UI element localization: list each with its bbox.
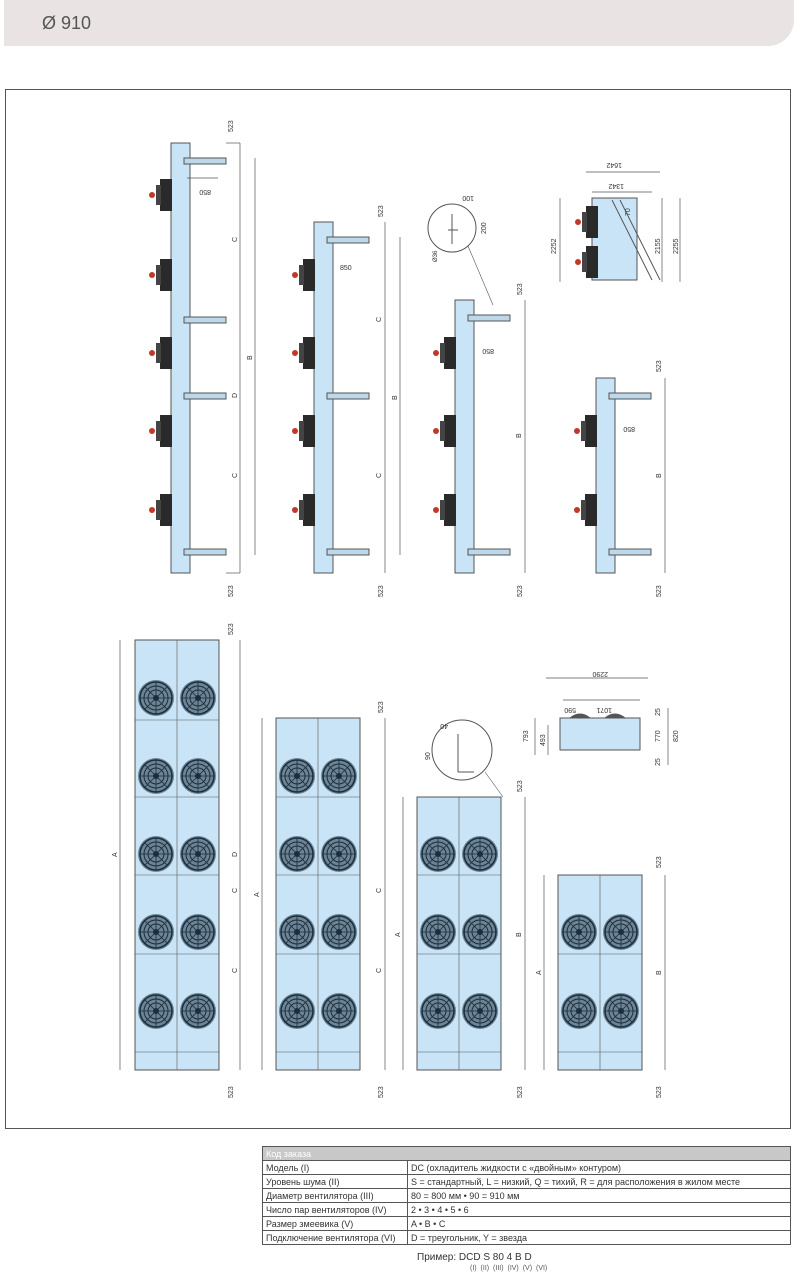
dim-label: 820 — [673, 730, 680, 742]
dim-label: C — [376, 968, 383, 973]
row-key: Уровень шума (II) — [262, 1174, 408, 1189]
dim-label: B — [656, 473, 663, 478]
dim-label: 40 — [440, 722, 448, 729]
dim-label: 1071 — [596, 706, 612, 713]
dim-label: 523 — [517, 780, 524, 792]
dim-label: A — [254, 892, 261, 897]
row-value: A • B • C — [407, 1216, 791, 1231]
top-view-5-pairs: A D C C 523 523 — [112, 623, 241, 1098]
dim-label: 850 — [623, 425, 635, 432]
table-row: Размер змеевика (V)A • B • C — [262, 1216, 791, 1231]
row-key: Модель (I) — [262, 1160, 408, 1175]
dim-label: Ø36 — [433, 250, 439, 262]
row-key: Подключение вентилятора (VI) — [262, 1230, 408, 1245]
dim-label: 523 — [378, 701, 385, 713]
dim-label: B — [656, 970, 663, 975]
row-key: Число пар вентиляторов (IV) — [262, 1202, 408, 1217]
order-example: Пример: DCD S 80 4 B D — [417, 1252, 532, 1263]
dim-label: 2290 — [592, 670, 608, 677]
side-view-5-fans: 523 850 C D C B 523 — [149, 120, 256, 597]
dim-label: A — [395, 932, 402, 937]
dim-label: B — [247, 355, 254, 360]
dim-label: C — [232, 473, 239, 478]
dim-label: 793 — [523, 730, 530, 742]
side-view-4-fans: 523 850 C C B 523 — [292, 205, 401, 597]
table-row: Подключение вентилятора (VI)D = треуголь… — [262, 1230, 791, 1245]
dim-label: 523 — [517, 1086, 524, 1098]
dim-label: C — [376, 888, 383, 893]
dim-label: 100 — [462, 194, 474, 201]
row-value: 2 • 3 • 4 • 5 • 6 — [407, 1202, 791, 1217]
side-view-2-fans: 523 850 B 523 — [574, 360, 666, 597]
dim-label: 523 — [378, 205, 385, 217]
dim-label: B — [516, 932, 523, 937]
dim-label: 850 — [340, 265, 352, 272]
dim-label: 850 — [482, 347, 494, 354]
dim-label: 2255 — [673, 238, 680, 254]
technical-drawing: 523 850 C D C B 523 523 850 C C B 523 52… — [112, 120, 681, 1098]
dim-label: 70 — [625, 208, 632, 216]
dim-label: B — [516, 433, 523, 438]
table-row: Уровень шума (II)S = стандартный, L = ни… — [262, 1174, 791, 1189]
side-view-3-fans: 523 850 B 523 100 200 Ø36 — [427, 194, 526, 597]
order-table-caption: Код заказа — [262, 1146, 791, 1161]
dim-label: 770 — [655, 730, 662, 742]
dim-label: D — [232, 852, 239, 857]
dim-label: 850 — [199, 188, 211, 195]
dim-label: C — [232, 237, 239, 242]
dim-label: 90 — [425, 752, 432, 760]
dim-label: C — [376, 317, 383, 322]
dim-label: 493 — [540, 734, 547, 746]
dim-label: C — [232, 968, 239, 973]
end-view: 2290 590 1071 793 493 25 770 820 25 — [523, 670, 680, 766]
dim-label: 590 — [564, 706, 576, 713]
dim-label: 1342 — [608, 182, 624, 189]
row-value: 80 = 800 мм • 90 = 910 мм — [407, 1188, 791, 1203]
dim-label: 523 — [378, 1086, 385, 1098]
dim-label: A — [536, 970, 543, 975]
dim-label: 200 — [481, 222, 488, 234]
table-row: Диаметр вентилятора (III)80 = 800 мм • 9… — [262, 1188, 791, 1203]
order-code-table: Код заказа Модель (I)DC (охладитель жидк… — [262, 1146, 791, 1245]
table-row: Модель (I)DC (охладитель жидкости с «дво… — [262, 1160, 791, 1175]
top-view-3-pairs: A B 523 523 40 90 — [395, 719, 526, 1098]
dim-label: C — [376, 473, 383, 478]
dim-label: 523 — [656, 856, 663, 868]
row-value: DC (охладитель жидкости с «двойным» конт… — [407, 1160, 791, 1175]
dim-label: 523 — [228, 120, 235, 132]
row-key: Диаметр вентилятора (III) — [262, 1188, 408, 1203]
dim-label: 2252 — [551, 238, 558, 254]
dim-label: 25 — [655, 758, 662, 766]
drawing-frame — [5, 89, 791, 1129]
top-view-4-pairs: A C C 523 523 — [254, 701, 386, 1098]
dim-label: 25 — [655, 708, 662, 716]
dim-label: 523 — [517, 585, 524, 597]
page-title: Ø 910 — [42, 13, 92, 33]
row-value: S = стандартный, L = низкий, Q = тихий, … — [407, 1174, 791, 1189]
front-view: 1642 1342 2252 70 2155 2255 — [551, 161, 681, 282]
dim-label: A — [112, 852, 119, 857]
dim-label: 523 — [656, 585, 663, 597]
order-example-legend: (I) (II) (III) (IV) (V) (VI) — [470, 1265, 548, 1272]
dim-label: 523 — [378, 585, 385, 597]
dim-label: B — [392, 395, 399, 400]
dim-label: 1642 — [606, 161, 622, 168]
dim-label: 523 — [228, 1086, 235, 1098]
dim-label: 523 — [656, 1086, 663, 1098]
row-key: Размер змеевика (V) — [262, 1216, 408, 1231]
dim-label: 2155 — [655, 238, 662, 254]
top-view-2-pairs: A B 523 523 — [536, 856, 666, 1098]
header-bar: Ø 910 — [4, 0, 794, 46]
dim-label: 523 — [517, 283, 524, 295]
dim-label: D — [232, 393, 239, 398]
row-value: D = треугольник, Y = звезда — [407, 1230, 791, 1245]
dim-label: 523 — [228, 585, 235, 597]
dim-label: 523 — [228, 623, 235, 635]
table-row: Число пар вентиляторов (IV)2 • 3 • 4 • 5… — [262, 1202, 791, 1217]
dim-label: 523 — [656, 360, 663, 372]
dim-label: C — [232, 888, 239, 893]
